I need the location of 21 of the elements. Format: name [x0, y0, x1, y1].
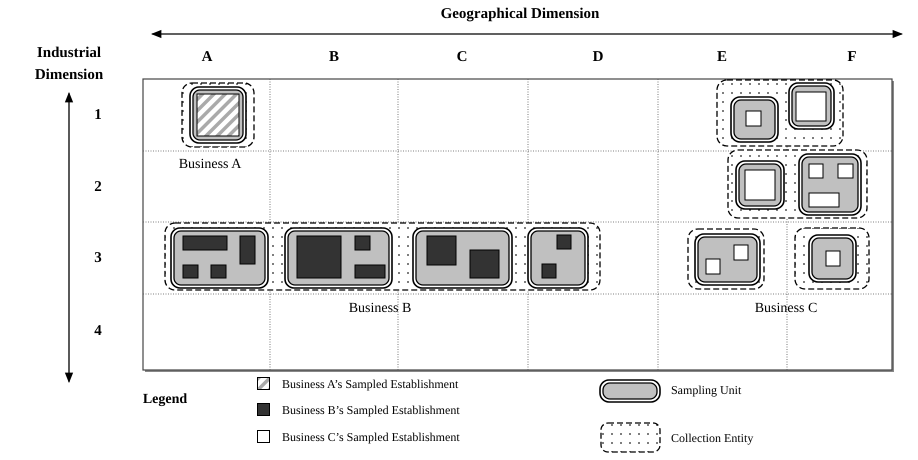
column-heading: C [456, 48, 468, 67]
column-heading: B [328, 48, 340, 67]
axis-title: Industrial Dimension [34, 44, 104, 85]
row-heading: 2 [93, 178, 103, 197]
column-heading: D [592, 48, 604, 67]
axis-title: Geographical Dimension [440, 5, 600, 24]
row-heading: 3 [93, 249, 103, 268]
column-heading: E [716, 48, 728, 67]
legend-title: Legend [142, 391, 188, 409]
legend-text: Sampling Unit [671, 382, 742, 399]
business-label: Business A [178, 156, 242, 174]
legend-text: Business C’s Sampled Establishment [282, 429, 460, 446]
row-heading: 4 [93, 322, 103, 341]
column-heading: F [846, 48, 858, 67]
business-label: Business C [754, 300, 818, 318]
legend-text: Business A’s Sampled Establishment [282, 376, 458, 393]
legend-text: Collection Entity [671, 430, 754, 447]
column-heading: A [200, 48, 214, 67]
legend-text: Business B’s Sampled Establishment [282, 402, 460, 419]
business-label: Business B [348, 300, 412, 318]
row-heading: 1 [93, 106, 103, 125]
